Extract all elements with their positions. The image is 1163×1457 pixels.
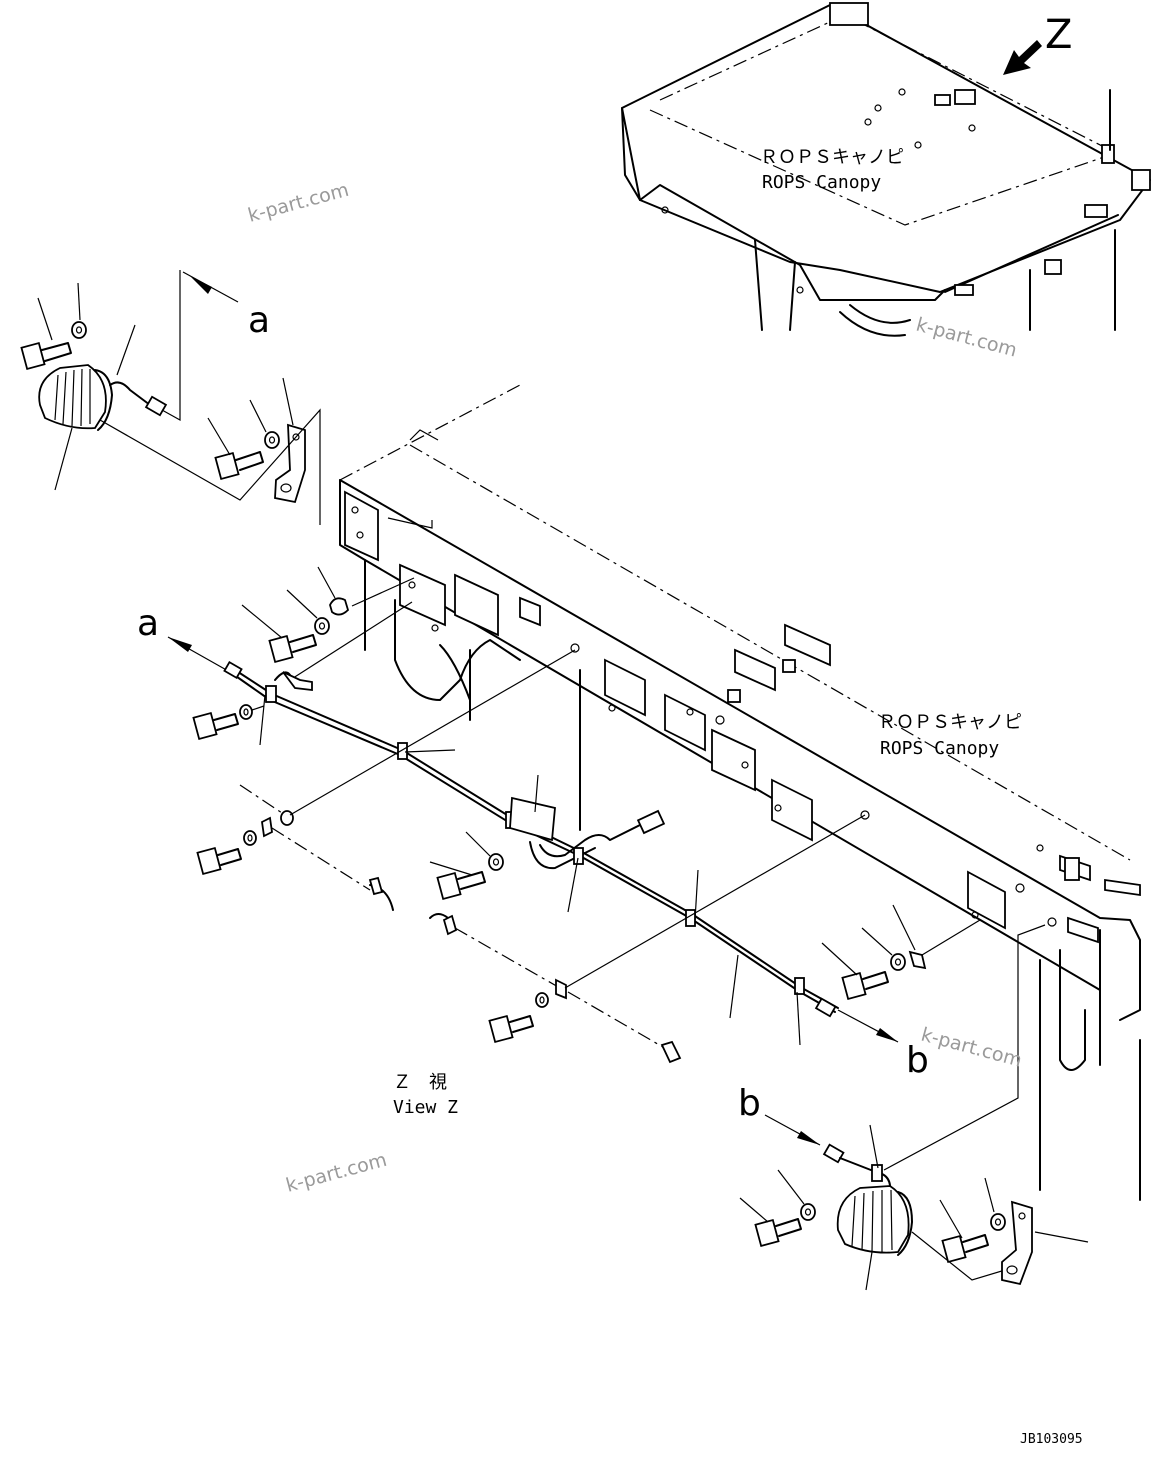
ref-b-right-label: b <box>906 1040 929 1081</box>
bolt-icon <box>488 1014 534 1044</box>
wiring-harness: a b <box>137 566 981 1081</box>
view-z-label-jp: Ｚ 視 <box>393 1072 447 1093</box>
washer-icon <box>535 992 549 1008</box>
ref-a-top-label: a <box>248 300 270 341</box>
watermark: k-part.com <box>284 1149 390 1197</box>
bolt-icon <box>192 711 239 741</box>
watermark: k-part.com <box>914 314 1020 362</box>
clip-icon <box>397 742 408 760</box>
view-direction-arrow-icon <box>1003 40 1042 75</box>
washer-icon <box>990 1213 1006 1231</box>
connector-icon <box>223 660 243 680</box>
washer-icon <box>71 321 87 339</box>
bracket-icon <box>967 870 1025 930</box>
bolt-icon <box>941 1234 989 1264</box>
clip-icon <box>794 977 805 995</box>
bracket-icon <box>604 658 646 717</box>
connector-icon <box>144 395 168 417</box>
ref-b-bottom-label: b <box>738 1083 761 1124</box>
bolt-icon <box>196 846 242 876</box>
bracket-icon <box>711 715 756 792</box>
bracket-icon <box>274 423 306 504</box>
clip-icon <box>265 685 277 703</box>
bracket-icon <box>344 490 379 562</box>
washer-icon <box>239 704 253 720</box>
bolt-icon <box>214 451 264 481</box>
canopy-overview <box>621 2 1151 337</box>
clip-icon <box>908 950 927 970</box>
bracket-icon <box>519 596 831 703</box>
watermark: k-part.com <box>919 1024 1025 1072</box>
bolt-icon <box>436 871 486 901</box>
rops-canopy-label-en-top: ROPS Canopy <box>762 172 881 193</box>
clip-icon <box>573 847 584 865</box>
lamp-icon <box>836 1185 913 1256</box>
clip-icon <box>871 1164 883 1182</box>
rops-canopy-label-en-mid: ROPS Canopy <box>880 738 999 759</box>
bolt-icon <box>841 971 889 1001</box>
bracket-icon <box>771 778 813 842</box>
connector-icon <box>636 809 666 835</box>
view-arrow-label: Z <box>1045 12 1072 58</box>
washer-icon <box>243 830 257 846</box>
bolt-icon <box>20 341 72 371</box>
washer-icon <box>314 617 330 635</box>
bracket-icon <box>399 563 446 632</box>
bracket-icon <box>664 693 706 752</box>
washer-icon <box>488 853 504 871</box>
lamp-assembly-top: a <box>20 270 321 525</box>
lamp-assembly-bottom: b <box>738 924 1089 1291</box>
canopy-frame <box>339 384 1141 1201</box>
rops-canopy-label-jp-mid: ＲＯＰＳキャノピ <box>878 712 1022 733</box>
bolt-icon <box>754 1218 802 1248</box>
clip-icon <box>329 597 350 616</box>
ref-a-left-label: a <box>137 603 159 644</box>
bracket-icon <box>454 573 499 637</box>
washer-icon <box>890 953 906 971</box>
bracket-icon <box>1001 1200 1033 1286</box>
view-z-label-en: View Z <box>393 1097 458 1118</box>
washer-icon <box>800 1203 816 1221</box>
connector-icon <box>814 997 837 1018</box>
bracket-icon <box>1036 844 1141 897</box>
watermark: k-part.com <box>246 179 352 227</box>
washer-icon <box>264 431 280 449</box>
rops-canopy-label-jp-top: ＲＯＰＳキャノピ <box>760 147 904 168</box>
drawing-number: JB103095 <box>1020 1432 1083 1447</box>
connector-icon <box>822 1143 845 1164</box>
bolt-icon <box>268 634 317 664</box>
